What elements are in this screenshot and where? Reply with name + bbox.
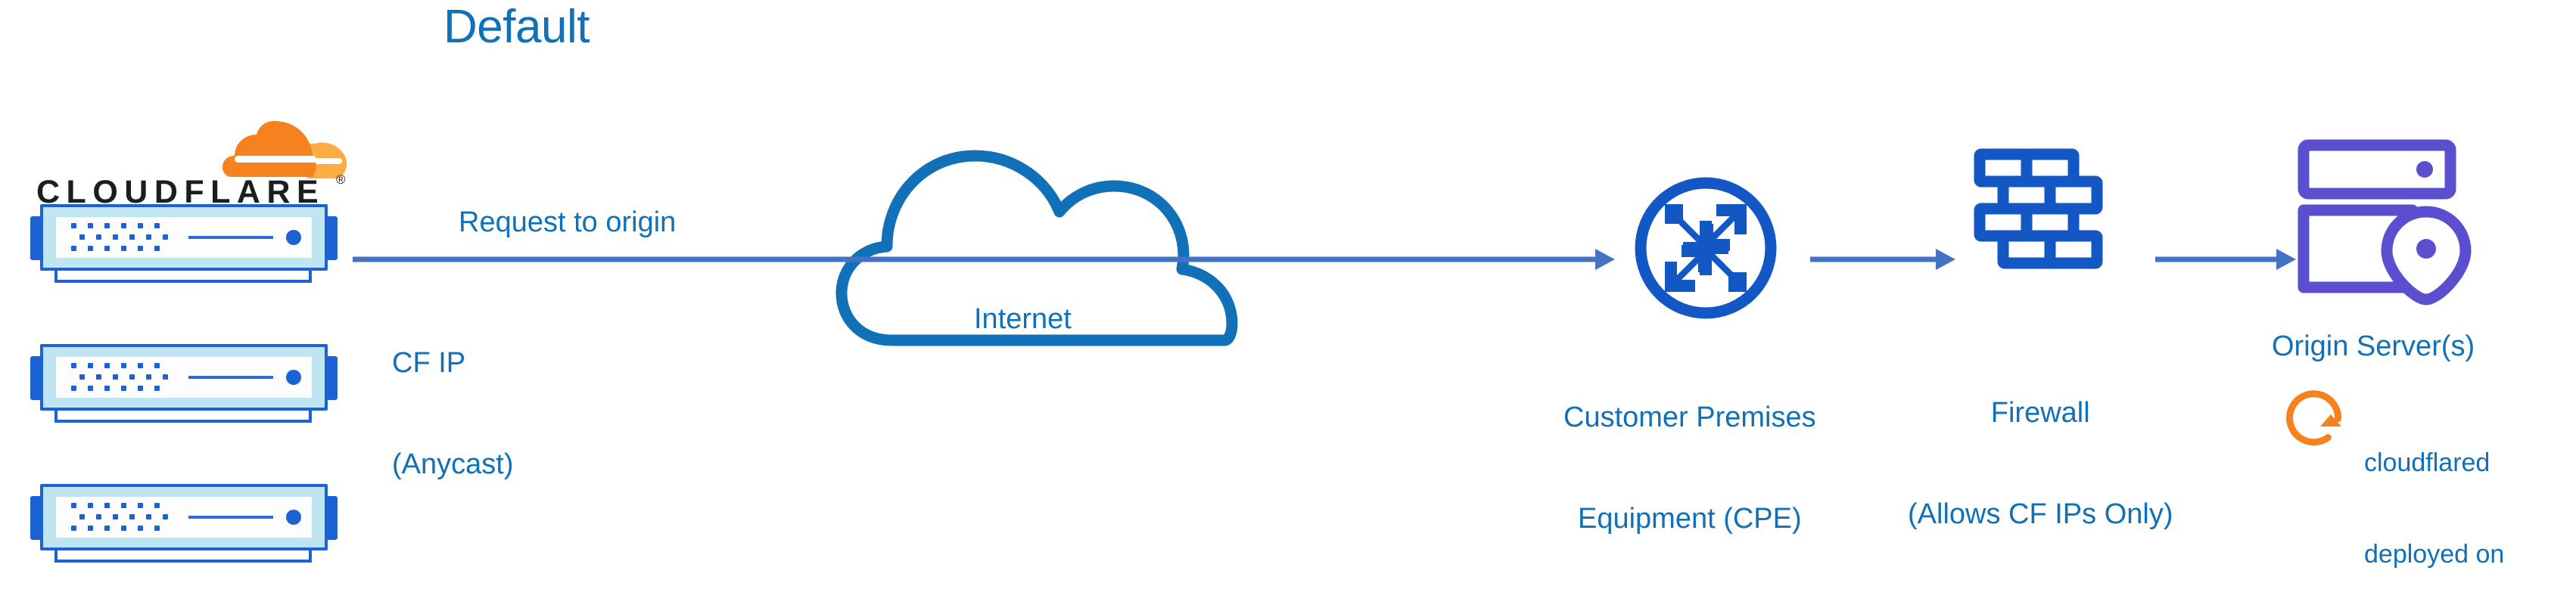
server-rack-icon-3 bbox=[29, 482, 339, 567]
cloudflared-annotation-label: cloudflared deployed on servers bbox=[2364, 387, 2504, 614]
cf-ip-anycast-label: CF IP (Anycast) bbox=[392, 278, 513, 550]
server-status-bar bbox=[188, 376, 273, 379]
cpe-label-line-1: Customer Premises bbox=[1563, 401, 1816, 433]
server-power-led bbox=[286, 370, 301, 385]
registered-trademark-mark: ® bbox=[336, 172, 346, 187]
page-title: Default bbox=[443, 1, 590, 53]
arrow-cpe-to-firewall bbox=[1810, 249, 1955, 270]
firewall-label-line-2: (Allows CF IPs Only) bbox=[1908, 498, 2173, 531]
server-vent-dots bbox=[71, 223, 168, 252]
server-faceplate bbox=[56, 497, 312, 538]
router-icon bbox=[1630, 172, 1781, 324]
internet-label: Internet bbox=[974, 303, 1072, 335]
cloudflared-line-1: cloudflared bbox=[2364, 448, 2490, 478]
server-vent-dots bbox=[71, 363, 168, 392]
brick-wall-icon bbox=[1974, 148, 2114, 289]
server-power-led bbox=[286, 230, 301, 245]
origin-server-label: Origin Server(s) bbox=[2272, 330, 2475, 362]
server-chassis bbox=[40, 344, 328, 411]
cpe-label-line-2: Equipment (CPE) bbox=[1577, 503, 1802, 535]
server-status-bar bbox=[188, 236, 273, 239]
server-faceplate bbox=[56, 217, 312, 258]
arrow-edge-to-cpe bbox=[353, 249, 1615, 270]
request-to-origin-label: Request to origin bbox=[459, 206, 677, 238]
server-rack-icon-1 bbox=[29, 203, 339, 287]
server-rack-icon-2 bbox=[29, 343, 339, 427]
cf-ip-line-2: (Anycast) bbox=[392, 448, 514, 481]
cloudflare-cloud-logo-icon bbox=[201, 112, 353, 178]
server-faceplate bbox=[56, 357, 312, 398]
cloudflared-line-2: deployed on bbox=[2364, 539, 2505, 569]
server-status-bar bbox=[188, 516, 273, 519]
server-vent-dots bbox=[71, 503, 168, 532]
firewall-label: Firewall (Allows CF IPs Only) bbox=[1908, 328, 2173, 600]
server-chassis bbox=[40, 204, 328, 271]
server-power-led bbox=[286, 510, 301, 525]
origin-server-pin-icon bbox=[2298, 139, 2472, 305]
cpe-label: Customer Premises Equipment (CPE) bbox=[1563, 333, 1816, 604]
cloudflare-logo: CLOUDFLARE ® bbox=[36, 112, 347, 210]
firewall-label-line-1: Firewall bbox=[1990, 396, 2090, 429]
cf-ip-line-1: CF IP bbox=[392, 346, 466, 379]
arrow-firewall-to-origin bbox=[2155, 249, 2296, 270]
refresh-circle-arrow-icon bbox=[2279, 383, 2352, 455]
server-chassis bbox=[40, 484, 328, 550]
